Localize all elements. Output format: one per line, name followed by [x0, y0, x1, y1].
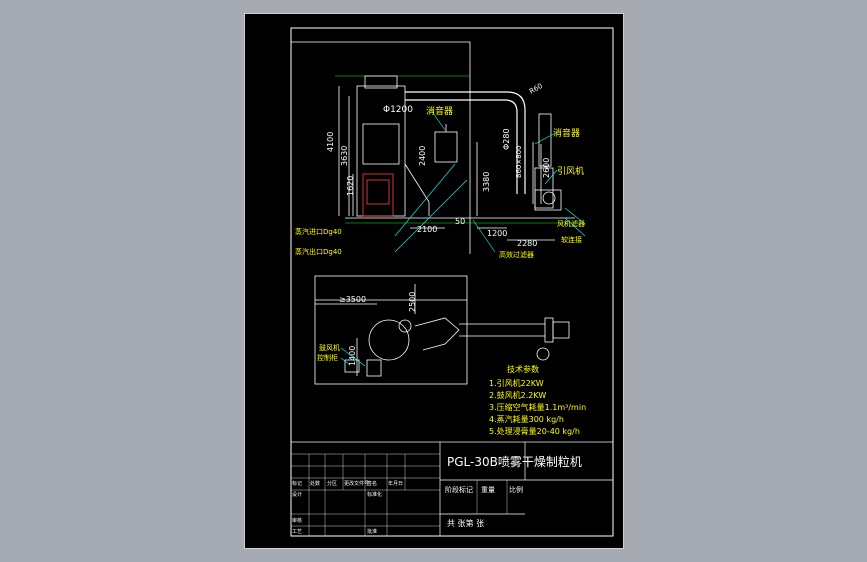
dim-3500: ≥3500	[339, 295, 366, 304]
cad-drawing: 消音器 消音器 引风机 风机滤器 软连接 蒸汽进口Dg40 蒸汽出口Dg40 高…	[290, 27, 614, 537]
dim-h2400: 2400	[418, 146, 427, 166]
title-name: PGL-30B喷雾干燥制粒机	[447, 454, 582, 469]
tb-sign: 签名	[367, 480, 377, 487]
dim-w2280: 2280	[517, 239, 537, 248]
tb-change: 更改文件号	[344, 480, 369, 487]
tb-process: 工艺	[292, 529, 302, 535]
tech-item-4: 4.蒸汽耗量300 kg/h	[489, 414, 564, 424]
leader-control	[340, 357, 350, 365]
label-hepa-filter: 高效过滤器	[499, 250, 534, 259]
label-steam-inlet: 蒸汽进口Dg40	[295, 227, 342, 236]
elevation-view	[291, 41, 586, 254]
tech-title: 技术参数	[507, 364, 539, 374]
dim-w1200: 1200	[487, 229, 507, 238]
label-steam-outlet: 蒸汽出口Dg40	[295, 247, 342, 256]
label-control-cabinet: 控制柜	[317, 353, 338, 362]
dim-r60: R60	[528, 82, 544, 96]
tech-item-3: 3.压缩空气耗量1.1m³/min	[489, 402, 586, 412]
label-blower: 鼓风机	[319, 343, 340, 352]
tb-design: 设计	[292, 491, 302, 498]
tb-weight: 重量	[481, 486, 495, 494]
tb-date: 年月日	[388, 480, 403, 487]
tech-item-5: 5.处理浸膏量20-40 kg/h	[489, 426, 580, 436]
tb-zone: 分区	[327, 480, 337, 487]
label-fan-filter: 风机滤器	[557, 219, 585, 228]
dim-h3630: 3630	[340, 146, 349, 166]
tb-approve: 批准	[367, 528, 377, 535]
tb-std: 标准化	[367, 491, 382, 498]
tb-count: 处数	[310, 480, 320, 487]
dim-860x800: 860×800	[515, 145, 523, 178]
title-block	[290, 441, 614, 537]
dim-h4100: 4100	[326, 132, 335, 152]
dim-d1200: Φ1200	[383, 105, 413, 115]
tb-scale: 比例	[509, 485, 523, 494]
dim-2500: 2500	[408, 292, 417, 312]
dim-w2100: 2100	[417, 225, 437, 234]
dim-1400: 1400	[348, 346, 357, 366]
dim-h2600: 2600	[542, 158, 551, 178]
label-flex-joint: 软连接	[561, 235, 582, 244]
dim-h3380: 3380	[482, 172, 491, 192]
dim-w50: 50	[455, 217, 465, 226]
tb-stage: 阶段标记	[445, 485, 473, 494]
tech-item-1: 1.引风机22KW	[489, 378, 544, 388]
tb-sheet: 共 张第 张	[447, 518, 484, 528]
label-silencer-right: 消音器	[553, 127, 580, 139]
drawing-sheet: 消音器 消音器 引风机 风机滤器 软连接 蒸汽进口Dg40 蒸汽出口Dg40 高…	[244, 13, 624, 549]
label-induced-fan: 引风机	[557, 165, 584, 177]
dim-h1620: 1620	[346, 176, 355, 196]
tech-item-2: 2.鼓风机2.2KW	[489, 390, 546, 400]
dim-d280: Φ280	[502, 128, 511, 150]
plan-view	[314, 275, 570, 385]
tb-mark: 标记	[292, 480, 302, 487]
leader-blower	[340, 347, 366, 367]
tb-check: 审核	[292, 517, 302, 524]
label-silencer-top: 消音器	[426, 105, 453, 117]
